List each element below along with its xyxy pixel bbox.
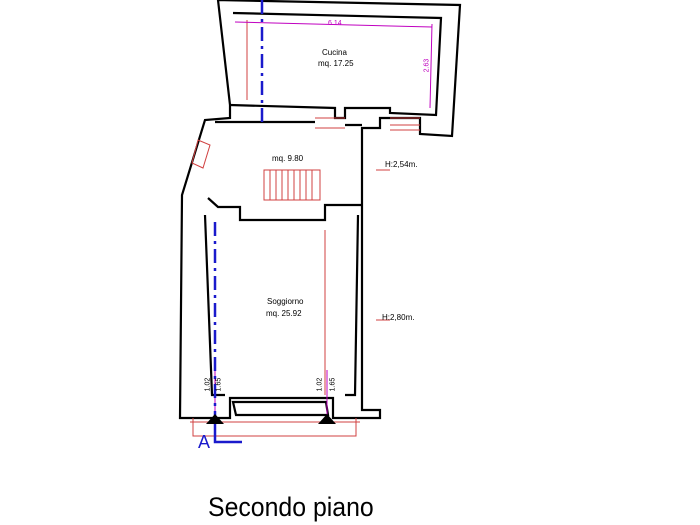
height-lower: H:2,80m. (382, 313, 415, 322)
right-dim-1: 1.02 (316, 377, 324, 392)
walls (178, 0, 462, 420)
left-dim-2: 1.65 (215, 377, 223, 392)
left-dim-1: 1.02 (204, 377, 212, 392)
living-area: mq. 25.92 (266, 309, 302, 318)
living-name: Soggiorno (267, 297, 304, 306)
right-dim-2: 1.65 (329, 377, 337, 392)
plan-title: Secondo piano (208, 492, 374, 522)
hall-area: mq. 9.80 (272, 154, 304, 163)
kitchen-width-dim: 6.14 (328, 20, 342, 27)
dimension-lines (214, 21, 433, 420)
kitchen-name: Cucina (322, 48, 347, 57)
section-axis (213, 0, 264, 444)
openings (190, 20, 420, 437)
kitchen-depth-dim: 2.63 (423, 58, 431, 73)
section-markers (206, 414, 336, 424)
height-upper: H:2,54m. (385, 160, 418, 169)
kitchen-area: mq. 17.25 (318, 59, 354, 68)
section-label: A (198, 432, 211, 452)
